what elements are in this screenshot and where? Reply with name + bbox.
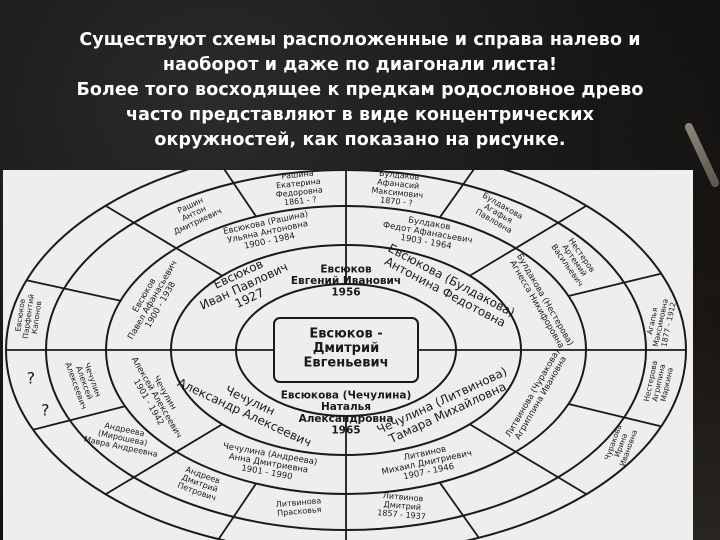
divider-line-15	[26, 279, 121, 302]
g3-ancestor-1-line-4: 1861 - ?	[284, 195, 317, 207]
center-person-line-1: Евсюков -	[309, 327, 382, 342]
divider-line-19	[439, 170, 475, 218]
g3-ancestor-1-line-1: Рашина	[281, 170, 314, 181]
g3-ancestor-1: РашинаЕкатеринаФедоровна1861 - ?	[274, 170, 325, 208]
g3-ancestor-6-line-1: Литвинова	[275, 496, 321, 509]
great-grandparent-4: Литвинова (Чуракова)Агриппина Ивановна	[504, 348, 571, 444]
g3-ancestor-7: АндреевДмитрийПетрович	[176, 464, 223, 503]
g3-ancestor-5-line-3: 1857 - 1937	[377, 508, 426, 521]
divider-line-28	[105, 451, 177, 496]
g3-ancestor-2: БулдаковАфанасийМаксимович1870 - ?	[370, 170, 425, 209]
outer-ancestor-4: АгапьяМаксимовна1877 - 1912	[643, 296, 678, 349]
divider-line-11	[469, 423, 517, 453]
divider-line-23	[568, 403, 662, 428]
great-grandparent-5: ЛитвиновМихаил Дмитриевич1907 - 1946	[379, 439, 475, 486]
great-grandparent-8-line-2: Павел Афанасьевич	[126, 259, 179, 342]
slide-title: Существуют схемы расположенные и справа …	[18, 28, 702, 153]
outer-ancestor-3: ?	[41, 401, 50, 420]
divider-line-16	[105, 204, 177, 249]
mother-label-line-4: 1965	[331, 424, 360, 436]
title-line-4: часто представляют в виде концентрически…	[125, 105, 594, 125]
title-line-2: наоборот и даже по диагонали листа!	[162, 55, 558, 75]
title-line-5: окружностей, как показано на рисунке.	[154, 130, 566, 150]
divider-line-7	[175, 247, 223, 277]
g3-ancestor-6: ЛитвиноваПрасковья	[275, 496, 322, 518]
outer-ancestor-3-line-1: ?	[41, 401, 50, 420]
divider-line-27	[217, 483, 257, 540]
title-line-1: Существуют схемы расположенные и справа …	[79, 30, 641, 50]
divider-line-24	[515, 451, 587, 496]
outer-ancestor-1: ЕвсюковПарфентийКапонов	[13, 292, 45, 340]
title-line-3: Более того восходящее к предкам родослов…	[76, 80, 644, 100]
g3-ancestor-5-line-1: Литвинов	[382, 491, 424, 504]
g3-ancestor-2-line-2: Афанасий	[377, 177, 420, 190]
center-person-line-2: Дмитрий	[313, 341, 379, 356]
g3-ancestor-9: ЧечулинАлексейАлексеевич	[63, 355, 105, 410]
grandparent-pat-grandmother-line-1: Евсюкова (Булдакова)	[386, 241, 517, 320]
outer-ancestor-5: НестероваАгрипинаМаркина	[642, 360, 676, 406]
divider-line-29	[32, 405, 126, 431]
g3-ancestor-2-line-1: Булдаков	[379, 170, 420, 182]
outer-ancestor-2: ?	[27, 368, 36, 387]
g3-ancestor-5-line-2: Дмитрий	[383, 500, 421, 512]
divider-line-9	[469, 247, 517, 277]
g3-ancestor-2-line-4: 1870 - ?	[380, 195, 413, 207]
father-label-line-2: Евгений Иванович	[291, 275, 401, 287]
g3-ancestor-8: Андреева(Мирошева)Мавра Андреевна	[83, 417, 162, 459]
g3-ancestor-6-line-2: Прасковья	[277, 505, 322, 518]
father-label-line-3: 1956	[331, 287, 360, 299]
great-grandparent-4-line-1: Литвинова (Чуракова)	[504, 348, 563, 439]
mother-label-line-3: Александровна	[299, 413, 394, 425]
grandparent-mat-grandfather-line-2: Александр Алексеевич	[175, 375, 313, 449]
great-grandparent-6: Чечулина (Андреева)Анна Дмитриевна1901 -…	[219, 441, 318, 486]
mother-label-line-2: Наталья	[321, 401, 371, 413]
divider-line-17	[223, 170, 257, 217]
divider-line-25	[439, 482, 480, 539]
outer-ancestor-2-line-1: ?	[27, 368, 36, 387]
divider-line-21	[568, 272, 662, 297]
divider-line-13	[175, 423, 223, 453]
outer-ancestor-6: ЧураковаИринаИвановна	[602, 423, 639, 467]
great-grandparent-8: ЕвсюковПавел Афанасьевич1900 - 1938	[118, 254, 188, 346]
great-grandparent-3-line-2: Агнесса Никифоровна	[507, 259, 566, 350]
father-label-line-1: Евсюков	[320, 263, 372, 275]
g3-ancestor-5: ЛитвиновДмитрий1857 - 1937	[377, 491, 428, 522]
center-person-line-3: Евгеньевич	[304, 355, 389, 370]
center-box	[273, 317, 419, 383]
mother-label-line-1: Евсюкова (Чечулина)	[281, 390, 412, 402]
divider-line-20	[515, 204, 587, 249]
